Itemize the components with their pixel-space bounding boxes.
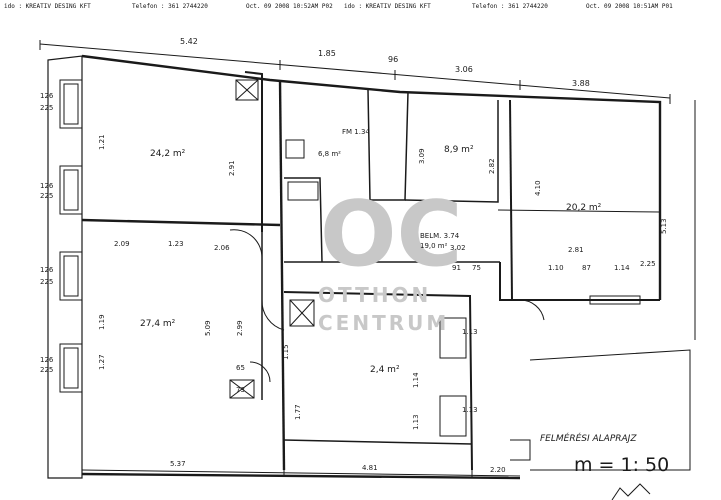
fax-phone-left: Telefon : 361 2744220	[132, 3, 208, 10]
fax-date-right: Oct. 09 2008 10:51AM P01	[586, 3, 673, 10]
dim-in-28: 65	[236, 364, 245, 372]
dim-in-30: 91	[452, 264, 461, 272]
fax-phone-right: Telefon : 361 2744220	[472, 3, 548, 10]
plan-title: FELMÉRÉSI ALAPRAJZ	[540, 432, 637, 444]
dim-in-8: 2.09	[114, 240, 130, 248]
dim-top-4: 3.88	[572, 79, 590, 88]
room-area-1: 24,2 m²	[150, 149, 186, 159]
fax-sender-right: ido : KREATIV DESING KFT	[344, 3, 431, 10]
dim-in-15: 1.13	[462, 406, 478, 414]
left-windows	[59, 79, 83, 393]
room-area-4: 20,2 m²	[566, 203, 602, 213]
watermark-line2: CENTRUM	[318, 311, 449, 335]
dim-in-27: 1.15	[282, 344, 290, 360]
dim-left-7: 225	[40, 366, 53, 374]
bottom-wall	[81, 472, 521, 480]
dim-top-1: 1.85	[318, 49, 336, 58]
dim-in-26: 1.77	[294, 404, 302, 420]
dim-left-1: 225	[40, 104, 53, 112]
dim-top-0: 5.42	[180, 37, 198, 46]
dim-in-19: 1.10	[548, 264, 564, 272]
dim-in-23: 4.81	[362, 464, 378, 472]
dim-in-11: 5.09	[204, 320, 212, 336]
dim-in-16: 1.13	[412, 414, 420, 430]
otthon-centrum-watermark: OC OTTHON CENTRUM	[318, 182, 463, 335]
room-code-label: BELM. 3.74	[420, 232, 460, 240]
room-area-6: 2,4 m²	[370, 365, 400, 375]
room-area-3: 8,9 m²	[444, 145, 474, 155]
fax-sender-left: ido : KREATIV DESING KFT	[4, 3, 91, 10]
fax-header: ido : KREATIV DESING KFT Telefon : 361 2…	[0, 0, 721, 14]
watermark-logo: OC	[320, 182, 463, 287]
dim-in-14: 1.13	[462, 328, 478, 336]
dim-left-2: 126	[40, 182, 54, 190]
dim-in-22: 3.02	[450, 244, 466, 252]
room-area-5: 6,8 m²	[318, 150, 341, 158]
dim-in-20: 87	[582, 264, 591, 272]
dim-in-18: 1.14	[614, 264, 630, 272]
left-wall	[47, 55, 83, 479]
dim-in-1: 1.21	[98, 134, 106, 150]
dim-in-9: 1.23	[168, 240, 184, 248]
dim-in-21: 2.25	[640, 260, 656, 268]
bath-label: FM 1.34	[342, 128, 370, 136]
dim-in-31: 75	[472, 264, 481, 272]
signature	[611, 483, 651, 500]
dim-in-24: 5.37	[170, 460, 186, 468]
fax-date-left: Oct. 09 2008 10:52AM P02	[246, 3, 333, 10]
dim-in-7: 5.13	[660, 218, 668, 234]
room-area-7: 19,0 m²	[420, 242, 448, 250]
dim-top-3: 3.06	[455, 65, 473, 74]
dim-in-6: 4.10	[534, 180, 542, 196]
top-wall	[81, 54, 662, 300]
plan-scale: m = 1: 50	[574, 454, 669, 476]
top-dimension-line	[39, 43, 671, 99]
dim-in-5: 2.82	[488, 158, 496, 174]
dim-left-6: 126	[40, 356, 54, 364]
dim-in-17: 2.81	[568, 246, 584, 254]
dim-in-0: 2.91	[228, 160, 236, 176]
dim-in-29: 73	[236, 386, 245, 394]
dim-in-25: 2.20	[490, 466, 506, 474]
dim-in-2: 1.19	[98, 314, 106, 330]
dim-left-5: 225	[40, 278, 53, 286]
dim-in-13: 1.14	[412, 372, 420, 388]
dim-in-3: 1.27	[98, 354, 106, 370]
dim-in-10: 2.06	[214, 244, 230, 252]
dim-in-4: 3.09	[418, 148, 426, 164]
room-area-2: 27,4 m²	[140, 319, 176, 329]
dim-top-2: 96	[388, 55, 398, 64]
dim-left-3: 225	[40, 192, 53, 200]
dim-left-4: 126	[40, 266, 54, 274]
watermark-line1: OTTHON	[318, 283, 431, 307]
dim-in-12: 2.99	[236, 320, 244, 336]
dim-left-0: 126	[40, 92, 54, 100]
